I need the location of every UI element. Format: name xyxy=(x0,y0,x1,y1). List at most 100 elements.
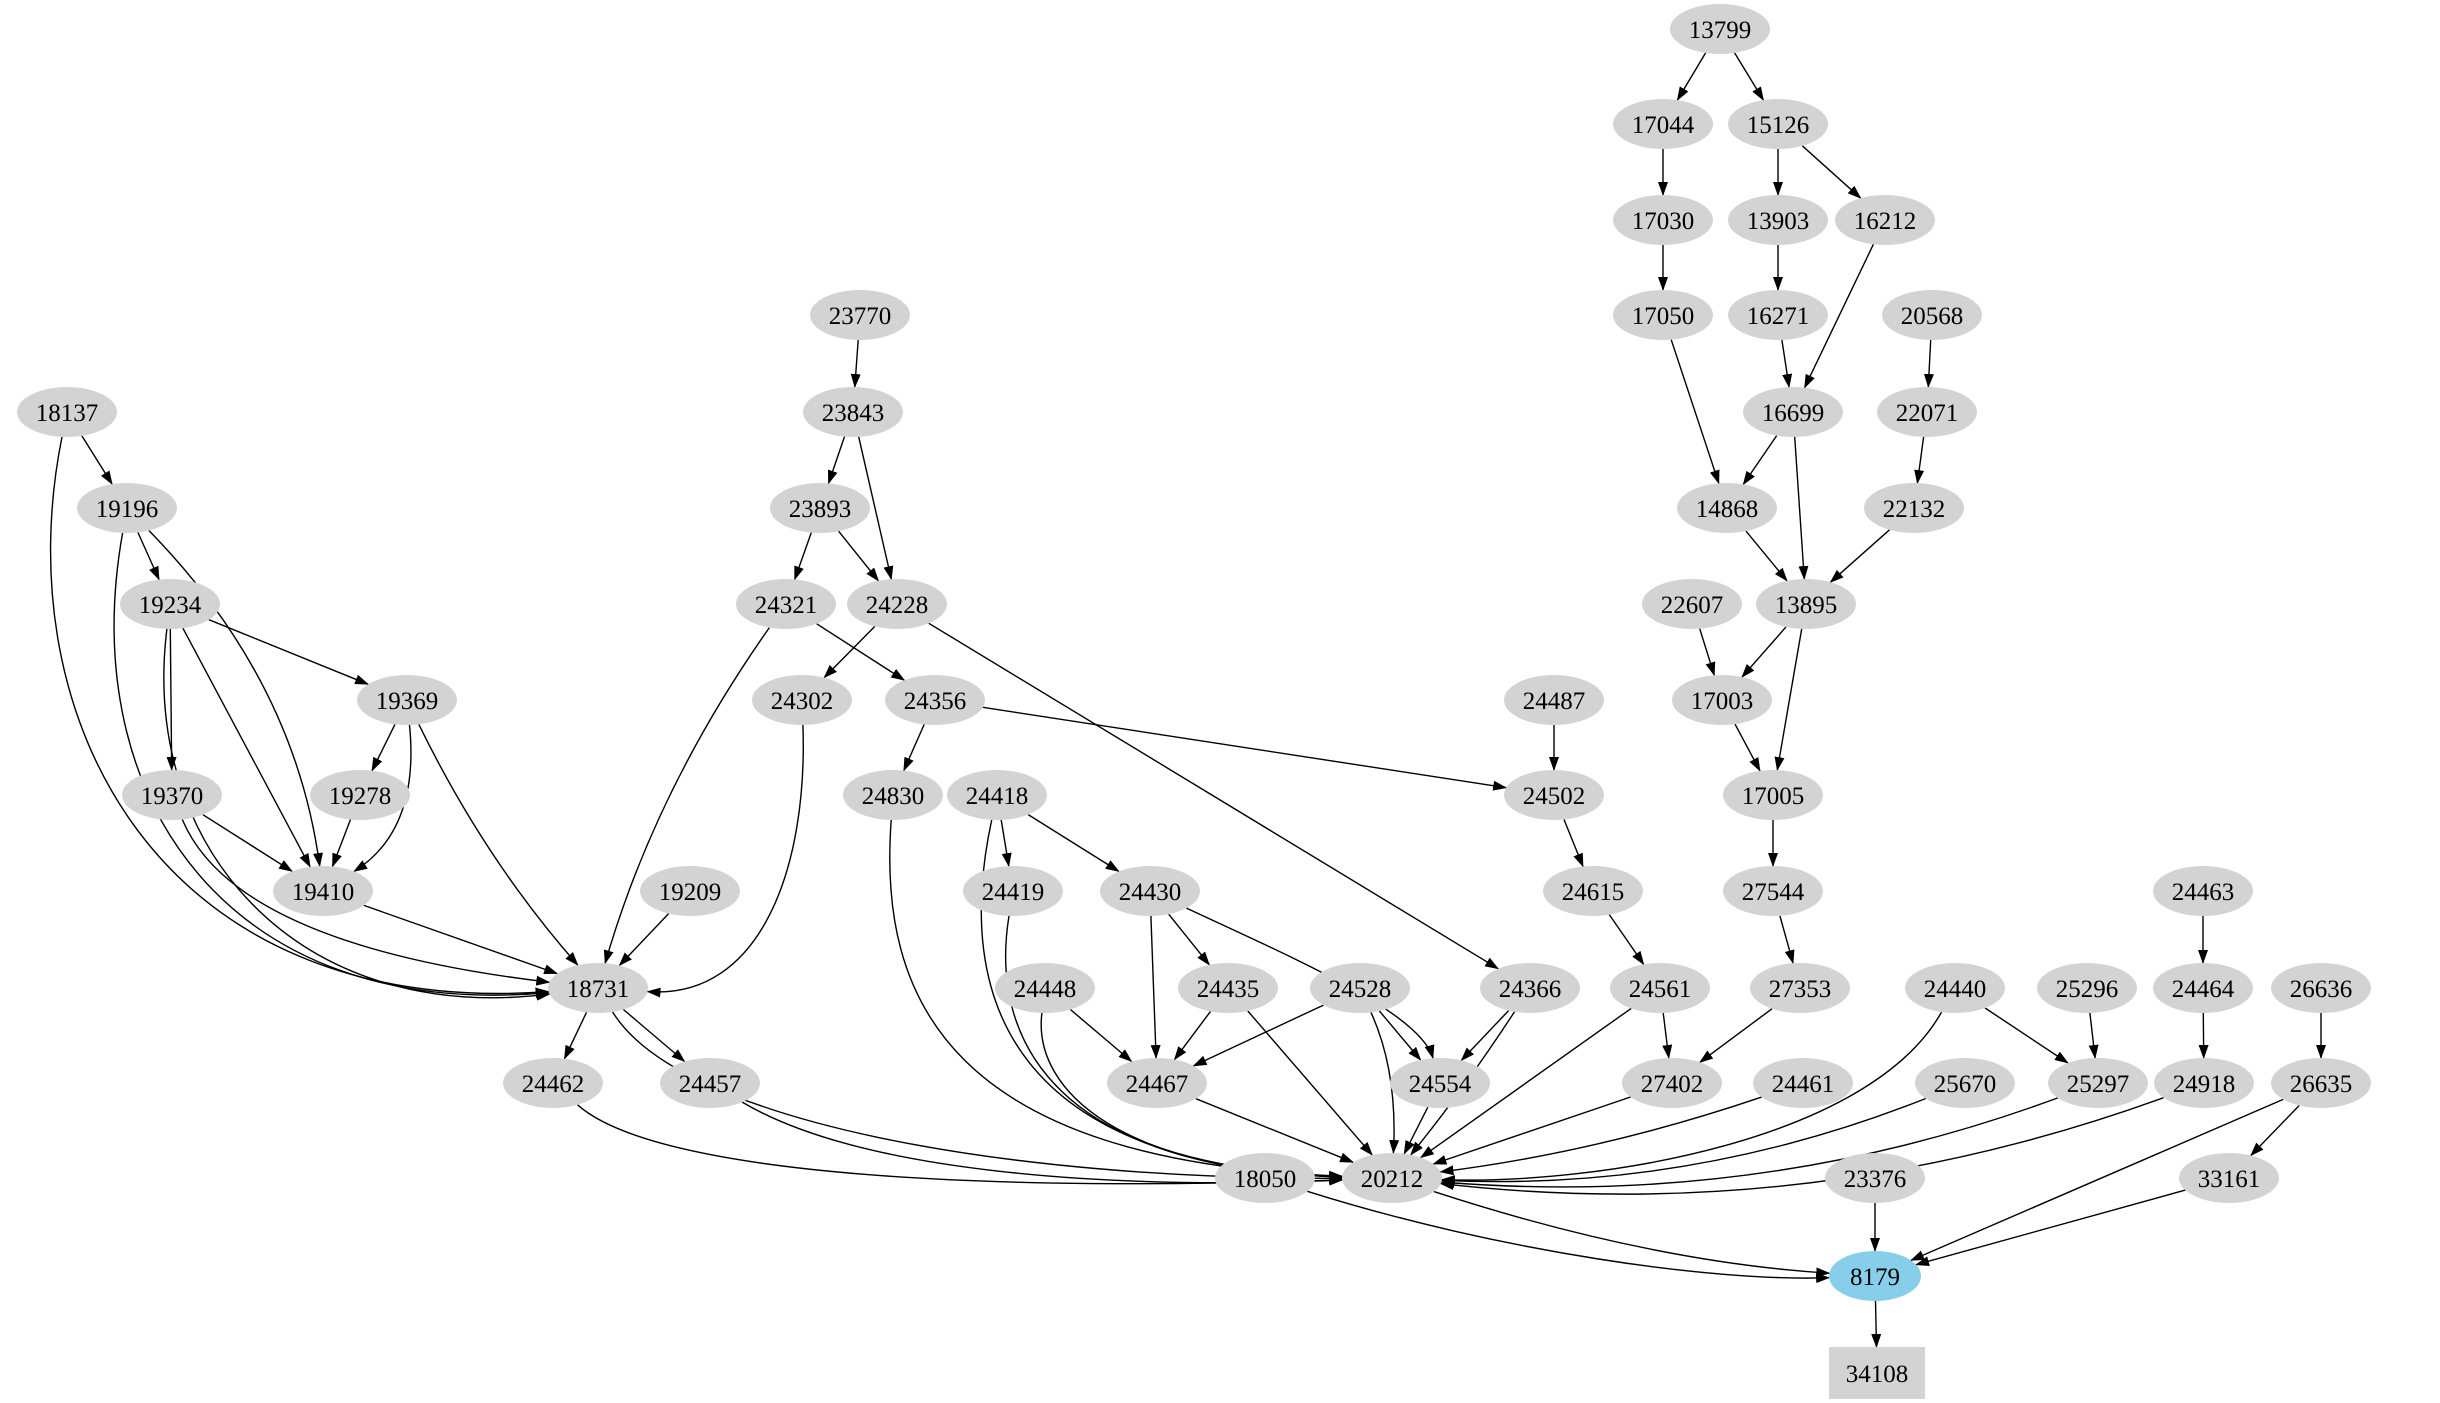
node-label-24418: 24418 xyxy=(966,783,1029,810)
node-26635: 26635 xyxy=(2271,1058,2371,1108)
edge-23770-23843 xyxy=(850,339,861,388)
node-24448: 24448 xyxy=(995,963,1095,1013)
edge-23843-23893 xyxy=(827,436,846,485)
node-label-24440: 24440 xyxy=(1924,976,1987,1003)
edge-23893-24321 xyxy=(794,532,812,581)
node-label-24462: 24462 xyxy=(522,1071,585,1098)
edge-26635-33161 xyxy=(2250,1105,2300,1157)
node-24561: 24561 xyxy=(1610,963,1710,1013)
ellipse-25297 xyxy=(2048,1058,2148,1108)
node-26636: 26636 xyxy=(2271,963,2371,1013)
node-27544: 27544 xyxy=(1723,866,1823,916)
node-24457: 24457 xyxy=(660,1058,760,1108)
node-18050: 18050 xyxy=(1215,1153,1315,1203)
node-16271: 16271 xyxy=(1728,290,1828,340)
node-24321: 24321 xyxy=(736,579,836,629)
node-label-24419: 24419 xyxy=(982,879,1045,906)
edge-14868-13895 xyxy=(1745,530,1788,582)
ellipse-24464 xyxy=(2153,963,2253,1013)
node-label-13903: 13903 xyxy=(1747,208,1810,235)
edge-19234-19370 xyxy=(166,628,177,771)
ellipse-24461 xyxy=(1753,1058,1853,1108)
ellipse-13895 xyxy=(1756,579,1856,629)
node-label-17050: 17050 xyxy=(1632,303,1695,330)
node-label-24467: 24467 xyxy=(1126,1071,1189,1098)
edge-24528-20212 xyxy=(1370,1012,1400,1154)
node-15126: 15126 xyxy=(1728,99,1828,149)
ellipse-18137 xyxy=(17,387,117,437)
ellipse-24528 xyxy=(1310,963,1410,1013)
node-label-27353: 27353 xyxy=(1769,976,1832,1003)
node-label-20212: 20212 xyxy=(1361,1166,1424,1193)
ellipse-17030 xyxy=(1613,195,1713,245)
ellipse-23376 xyxy=(1825,1153,1925,1203)
edge-16271-16699 xyxy=(1781,339,1793,389)
node-16699: 16699 xyxy=(1743,387,1843,437)
ellipse-19278 xyxy=(310,770,410,820)
node-label-27544: 27544 xyxy=(1742,879,1805,906)
node-24228: 24228 xyxy=(847,579,947,629)
edge-18731-24462 xyxy=(563,1012,588,1060)
edge-22071-22132 xyxy=(1914,436,1925,485)
node-label-24366: 24366 xyxy=(1499,976,1562,1003)
ellipse-23893 xyxy=(770,483,870,533)
edge-24440-20212 xyxy=(1440,1011,1943,1186)
ellipse-24228 xyxy=(847,579,947,629)
node-label-22607: 22607 xyxy=(1661,592,1724,619)
node-label-18137: 18137 xyxy=(36,400,99,427)
ellipse-27544 xyxy=(1723,866,1823,916)
ellipse-19196 xyxy=(77,483,177,533)
edge-24561-27402 xyxy=(1662,1012,1673,1059)
edge-22607-17003 xyxy=(1699,628,1716,677)
edge-19370-19410 xyxy=(202,814,293,872)
node-17050: 17050 xyxy=(1613,290,1713,340)
node-label-24457: 24457 xyxy=(679,1071,742,1098)
ellipse-24487 xyxy=(1504,675,1604,725)
ellipse-24554 xyxy=(1390,1058,1490,1108)
ellipse-19234 xyxy=(120,579,220,629)
edge-19209-18731 xyxy=(618,913,670,967)
node-33161: 33161 xyxy=(2179,1153,2279,1203)
node-8179: 8179 xyxy=(1829,1251,1921,1301)
edge-24356-24830 xyxy=(903,724,925,772)
node-17044: 17044 xyxy=(1613,99,1713,149)
edge-24528-24467 xyxy=(1192,1004,1324,1067)
node-24463: 24463 xyxy=(2153,866,2253,916)
edge-19370-18731 xyxy=(181,819,551,986)
edge-19369-19278 xyxy=(371,723,396,772)
edge-24467-20212 xyxy=(1195,1098,1355,1163)
node-label-19209: 19209 xyxy=(659,879,722,906)
edge-17050-14868 xyxy=(1670,339,1720,485)
node-22071: 22071 xyxy=(1877,387,1977,437)
node-label-24448: 24448 xyxy=(1014,976,1077,1003)
ellipse-24356 xyxy=(885,675,985,725)
node-label-27402: 27402 xyxy=(1641,1071,1704,1098)
node-19370: 19370 xyxy=(122,770,222,820)
node-23770: 23770 xyxy=(810,290,910,340)
ellipse-16271 xyxy=(1728,290,1828,340)
node-16212: 16212 xyxy=(1835,195,1935,245)
node-24440: 24440 xyxy=(1905,963,2005,1013)
node-label-8179: 8179 xyxy=(1850,1264,1900,1291)
edge-23893-24228 xyxy=(838,530,880,582)
edge-19369-19410 xyxy=(353,724,412,872)
edge-24461-20212 xyxy=(1439,1096,1762,1176)
edge-18050-8179 xyxy=(1307,1190,1831,1284)
node-18731: 18731 xyxy=(548,963,648,1013)
edge-18137-18731 xyxy=(49,436,550,998)
node-label-24554: 24554 xyxy=(1409,1071,1472,1098)
edge-18731-20212 xyxy=(612,1011,1343,1184)
node-24366: 24366 xyxy=(1480,963,1580,1013)
edge-24366-24554 xyxy=(1460,1010,1510,1062)
ellipse-25670 xyxy=(1915,1058,2015,1108)
edge-24502-24615 xyxy=(1563,819,1584,868)
node-23376: 23376 xyxy=(1825,1153,1925,1203)
node-label-17030: 17030 xyxy=(1632,208,1695,235)
node-17030: 17030 xyxy=(1613,195,1713,245)
edge-24561-20212 xyxy=(1419,1007,1632,1159)
edge-25296-25297 xyxy=(2088,1012,2099,1059)
node-24467: 24467 xyxy=(1107,1058,1207,1108)
node-label-26635: 26635 xyxy=(2290,1071,2353,1098)
node-label-25296: 25296 xyxy=(2056,976,2119,1003)
